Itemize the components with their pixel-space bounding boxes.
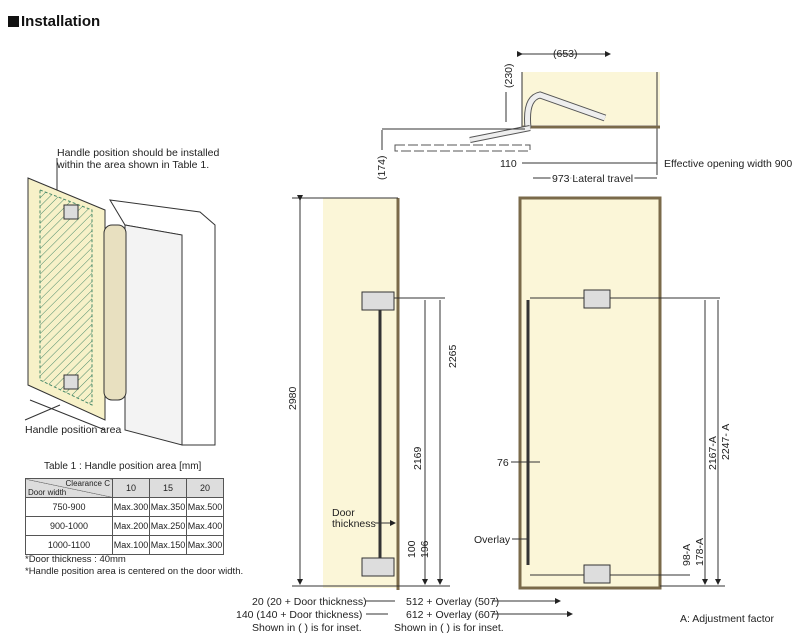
side-inset-note: Shown in ( ) is for inset. [252, 622, 362, 634]
side-view: 2980 2169 2265 Door thickness 100 196 20… [236, 195, 459, 634]
front-inset-note: Shown in ( ) is for inset. [394, 622, 504, 634]
dim-98-a: 98-A [681, 544, 693, 566]
dim-196: 196 [419, 540, 431, 558]
table-row: 750-900 Max.300 Max.350 Max.500 [25, 497, 224, 517]
door-thickness-label-1: Door [332, 507, 355, 519]
side-bottom-dim-2: 140 (140 + Door thickness) [236, 609, 362, 621]
table-cell: Max.200 [112, 516, 150, 536]
table-cell: Max.500 [186, 497, 224, 517]
row-label: 750-900 [25, 497, 113, 517]
table-cell: Max.350 [149, 497, 187, 517]
front-bottom-dim-2: 612 + Overlay (607) [406, 609, 499, 621]
dim-76: 76 [497, 457, 509, 469]
side-bottom-dim-1: 20 (20 + Door thickness) [252, 596, 367, 608]
table-cell: Max.100 [112, 535, 150, 555]
handle-note-line1: Handle position should be installed [57, 147, 219, 159]
door-thickness-label-2: thickness [332, 518, 376, 530]
table-cell: Max.250 [149, 516, 187, 536]
dim-2247-a: 2247- A [720, 424, 732, 460]
dim-174: (174) [376, 155, 388, 180]
dim-100: 100 [406, 540, 418, 558]
front-view: 2167-A 2247- A 76 Overlay 98-A 178-A 512… [394, 196, 774, 634]
dim-2265: 2265 [447, 344, 459, 368]
centered-note: *Handle position area is centered on the… [25, 566, 244, 577]
handle-area-label: Handle position area [25, 424, 121, 436]
dim-2167-a: 2167-A [707, 436, 719, 470]
handle-note-line2: within the area shown in Table 1. [56, 159, 209, 171]
top-view: (653) (230) (174) 110 Effective opening … [376, 48, 792, 187]
table-cell: Max.150 [149, 535, 187, 555]
column-header: 20 [186, 478, 224, 498]
section-title: Installation [8, 13, 100, 30]
front-bottom-dim-1: 512 + Overlay (507) [406, 596, 499, 608]
table-cell: Max.300 [112, 497, 150, 517]
dim-653: (653) [553, 48, 578, 60]
handle-position-table: Clearance C Door width 10 15 20 750-900 … [25, 478, 224, 555]
dim-2169: 2169 [412, 446, 424, 470]
table-cell: Max.400 [186, 516, 224, 536]
dim-110: 110 [500, 158, 517, 170]
column-header: 15 [149, 478, 187, 498]
table-row: 1000-1100 Max.100 Max.150 Max.300 [25, 535, 224, 555]
table-caption: Table 1 : Handle position area [mm] [44, 461, 202, 472]
dim-230: (230) [503, 63, 515, 88]
lateral-travel: 973 Lateral travel [552, 173, 633, 185]
adjustment-factor-note: A: Adjustment factor [680, 613, 774, 625]
dim-178-a: 178-A [694, 538, 706, 566]
effective-opening-width: Effective opening width 900 [664, 158, 792, 170]
dim-2980: 2980 [287, 386, 299, 410]
table-cell: Max.300 [186, 535, 224, 555]
overlay-label: Overlay [474, 534, 511, 546]
corner-cell: Clearance C Door width [25, 478, 113, 498]
square-bullet-icon [8, 16, 19, 27]
corner-door-width: Door width [28, 488, 67, 497]
table-row: 900-1000 Max.200 Max.250 Max.400 [25, 516, 224, 536]
column-header: 10 [112, 478, 150, 498]
row-label: 1000-1100 [25, 535, 113, 555]
section-title-text: Installation [21, 13, 101, 30]
door-thickness-note: *Door thickness : 40mm [25, 554, 126, 565]
corner-clearance: Clearance C [65, 479, 110, 488]
iso-figure: Handle position should be installed with… [24, 147, 219, 446]
table-header-row: Clearance C Door width 10 15 20 [25, 478, 224, 498]
row-label: 900-1000 [25, 516, 113, 536]
